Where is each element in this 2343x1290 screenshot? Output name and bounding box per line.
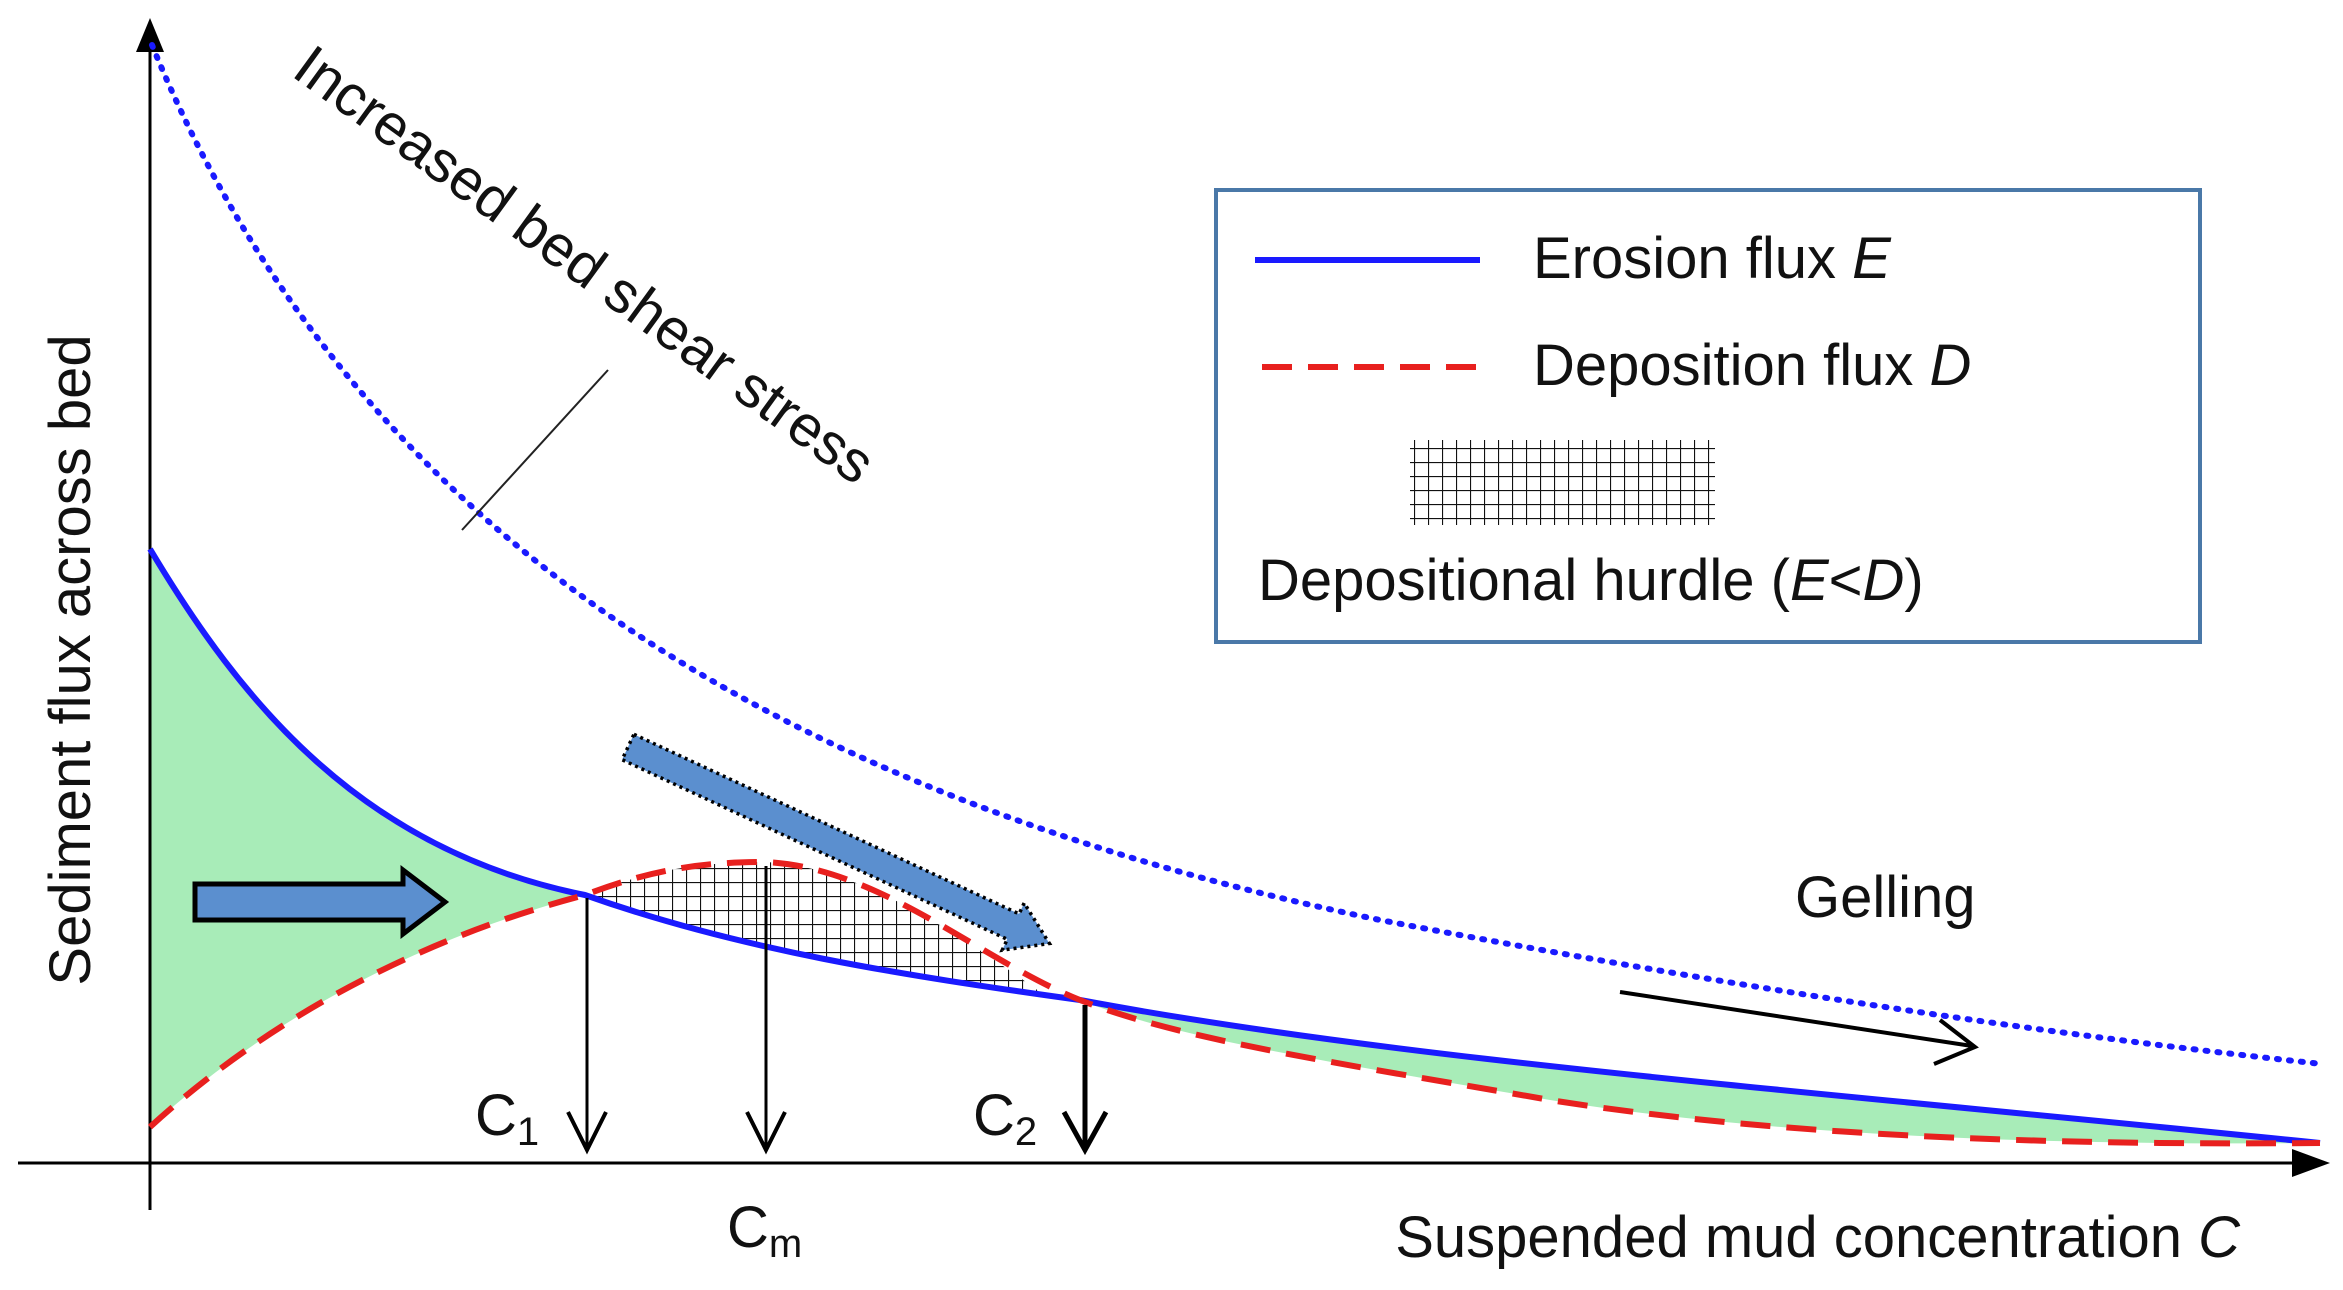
erosion-excess-region-right [1080, 1000, 2320, 1144]
legend-box [1214, 188, 2202, 644]
gelling-arrow [1619, 990, 1979, 1066]
increased-shear-label: Increased bed shear stress [282, 33, 886, 497]
legend-hurdle-label: Depositional hurdle (E<D) [1258, 548, 1924, 613]
y-axis-label: Sediment flux across bed [38, 334, 103, 985]
legend-erosion-label: Erosion flux E [1533, 226, 1892, 291]
shear-label-leader [461, 369, 609, 531]
x-axis-label: Suspended mud concentration C [1395, 1205, 2241, 1270]
erosion-excess-region-left [150, 549, 585, 1127]
legend: Erosion flux E Deposition flux D Deposit… [1214, 188, 2202, 644]
depositional-hurdle-region [585, 862, 1040, 992]
axes [18, 18, 2330, 1210]
c1-label: C1 [475, 1083, 539, 1154]
diagonal-block-arrow-icon [619, 731, 1053, 953]
erosion-flux-curve [147, 547, 2321, 1146]
cm-label: Cm [727, 1195, 802, 1266]
cm-arrow [745, 866, 787, 1155]
legend-deposition-label: Deposition flux D [1533, 333, 1971, 398]
c2-label: C2 [973, 1083, 1037, 1154]
c1-arrow [566, 898, 608, 1155]
x-axis-arrow-icon [2292, 1149, 2330, 1177]
legend-hurdle-swatch [1410, 440, 1715, 525]
y-axis-arrow-icon [136, 18, 164, 52]
left-block-arrow-icon [192, 864, 450, 940]
deposition-flux-curve [147, 858, 2321, 1147]
increased-shear-erosion-curve [149, 42, 2325, 1067]
c2-arrow [1061, 1005, 1109, 1156]
gelling-label: Gelling [1795, 865, 1976, 930]
